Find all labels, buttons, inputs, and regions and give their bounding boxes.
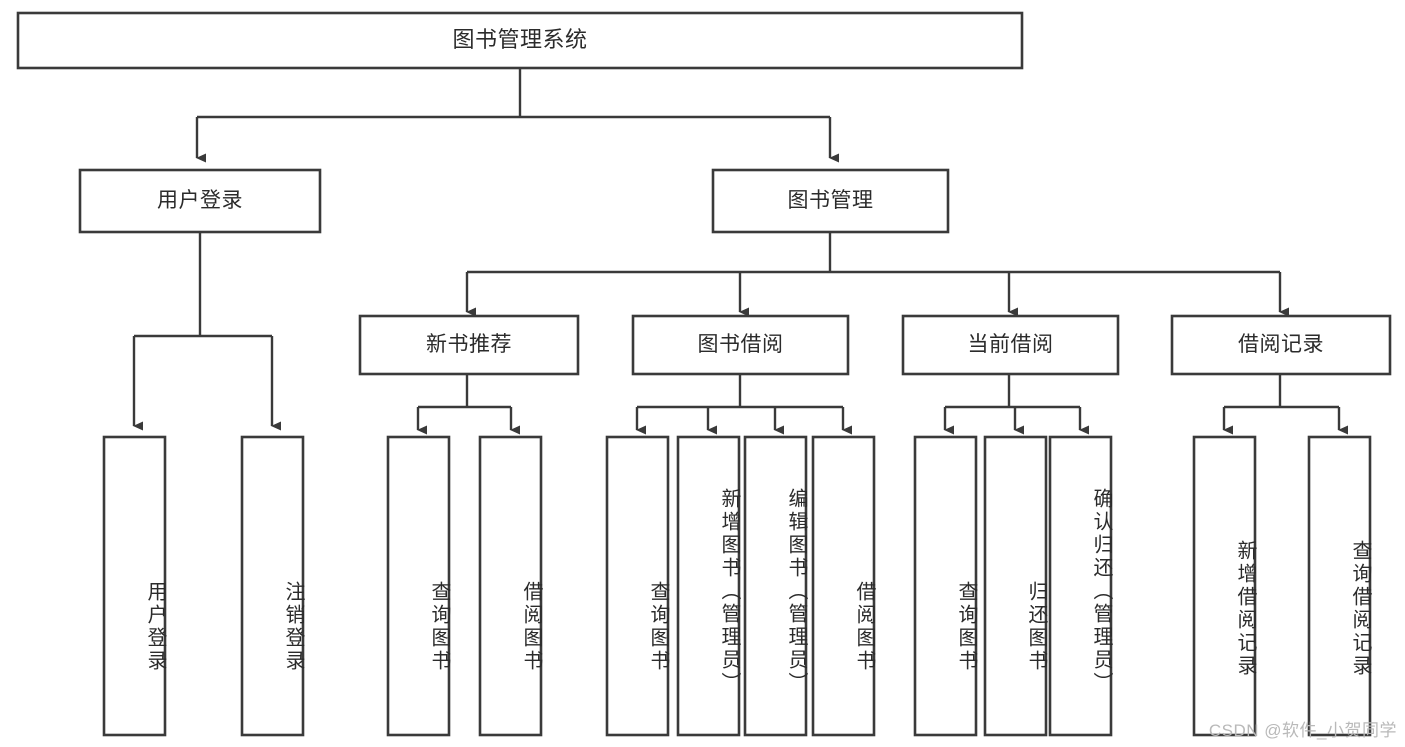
node-box-leaf-0 (102, 435, 167, 737)
node-box-leaf-5 (676, 435, 741, 737)
node-box-leaf-9 (983, 435, 1048, 737)
node-box-leaf-1 (240, 435, 305, 737)
node-box-leaf-3 (478, 435, 543, 737)
node-box-book-manage (711, 168, 950, 234)
node-box-leaf-6 (743, 435, 808, 737)
node-box-new-book-rec (358, 314, 580, 376)
node-box-leaf-10 (1048, 435, 1113, 737)
csdn-watermark: CSDN @软件_小贺同学 (1208, 721, 1397, 740)
node-box-user-login (78, 168, 322, 234)
node-box-leaf-4 (605, 435, 670, 737)
node-box-borrow-records (1170, 314, 1392, 376)
node-box-leaf-2 (386, 435, 451, 737)
node-box-leaf-11 (1192, 435, 1257, 737)
node-box-book-borrow (631, 314, 850, 376)
node-box-leaf-12 (1307, 435, 1372, 737)
node-box-leaf-8 (913, 435, 978, 737)
node-box-current-borrow (901, 314, 1120, 376)
node-box-root (16, 11, 1024, 70)
node-box-leaf-7 (811, 435, 876, 737)
